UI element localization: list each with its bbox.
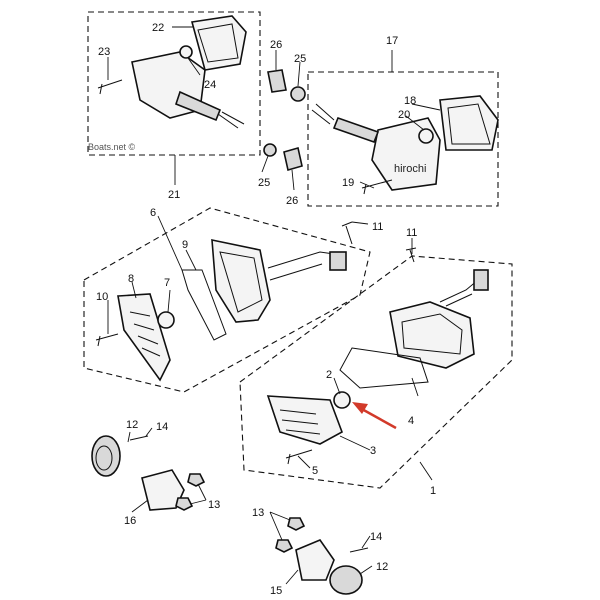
label-25-bottom: 25 [258, 177, 270, 189]
housing-6-inner [219, 251, 263, 313]
screw-5 [285, 449, 313, 465]
label-9: 9 [182, 239, 188, 251]
label-25-top: 25 [294, 53, 306, 65]
housing-1 [389, 301, 475, 369]
label-24: 24 [204, 79, 216, 91]
label-20: 20 [398, 109, 410, 121]
label-14-left: 14 [156, 421, 168, 433]
nut-25-b [290, 86, 306, 102]
group-box-6 [83, 207, 371, 393]
label-1: 1 [430, 485, 436, 497]
nut-13-b [175, 497, 194, 511]
wire-21 [217, 111, 245, 129]
wire-1 [439, 279, 479, 307]
grommet-26-a [283, 146, 303, 172]
label-16: 16 [124, 515, 136, 527]
lens-12-b [329, 565, 363, 595]
lens-inner [197, 23, 239, 63]
label-14-bottom: 14 [370, 531, 382, 543]
label-17: 17 [386, 35, 398, 47]
screw-10 [95, 333, 119, 347]
stalk-21 [175, 90, 222, 122]
grommet-26-b [267, 69, 287, 93]
label-11-top: 11 [372, 221, 383, 233]
lens-18 [439, 95, 499, 151]
group-box-17 [307, 71, 499, 207]
label-15: 15 [270, 585, 282, 597]
label-18: 18 [404, 95, 416, 107]
label-3: 3 [370, 445, 376, 457]
bulb-7 [157, 311, 175, 329]
leader-lines [107, 26, 441, 585]
watermark-left: Boats.net © [88, 142, 136, 152]
label-11-right: 11 [406, 227, 417, 239]
label-4: 4 [408, 415, 414, 427]
label-26-top: 26 [270, 39, 282, 51]
label-5: 5 [312, 465, 318, 477]
label-19: 19 [342, 177, 354, 189]
lens-8 [117, 293, 171, 382]
screw-14-b [349, 547, 369, 553]
lens-inner-18 [447, 103, 491, 145]
pointer-arrow-head [352, 402, 368, 414]
housing-15 [295, 539, 335, 581]
connector-6 [329, 251, 347, 271]
lens-8-dots [129, 311, 161, 357]
turn-signal-housing-front-right [371, 117, 441, 191]
lens-12-a [91, 435, 121, 477]
screw-19 [361, 179, 393, 195]
nut-25-a [263, 143, 277, 157]
connector-1 [473, 269, 489, 291]
screw-11-a [341, 221, 353, 245]
label-12-left: 12 [126, 419, 138, 431]
label-8: 8 [128, 273, 134, 285]
pointer-arrow [359, 406, 397, 430]
label-12-bottom: 12 [376, 561, 388, 573]
label-26-bottom: 26 [286, 195, 298, 207]
bulb-2 [333, 391, 351, 409]
screw-14-a [129, 435, 149, 441]
gasket-9 [181, 269, 227, 341]
lens-3 [266, 395, 343, 445]
group-box-21 [87, 11, 261, 156]
watermark-right: hirochi [394, 163, 426, 175]
lens-22 [190, 15, 247, 71]
nut-13-a [187, 473, 206, 487]
label-21: 21 [168, 189, 180, 201]
bulb-24 [179, 45, 193, 59]
label-23: 23 [98, 46, 110, 58]
lens-12-a-inner [95, 445, 113, 471]
label-2: 2 [326, 369, 332, 381]
label-13-bottom: 13 [252, 507, 264, 519]
label-7: 7 [164, 277, 170, 289]
screw-11-b [405, 247, 417, 263]
nut-13-c [287, 517, 306, 531]
lens-3-dots [279, 409, 321, 435]
gasket-4 [339, 347, 429, 389]
screw-23 [97, 79, 123, 95]
nut-13-d [275, 539, 294, 553]
wire-6 [267, 251, 335, 281]
wire-17 [311, 103, 335, 125]
housing-1-inner [401, 313, 463, 355]
bulb-20 [418, 128, 434, 144]
label-10: 10 [96, 291, 108, 303]
label-13-left: 13 [208, 499, 220, 511]
housing-6 [211, 238, 271, 323]
label-6: 6 [150, 207, 156, 219]
stalk-17 [332, 116, 380, 144]
label-22: 22 [152, 22, 164, 34]
